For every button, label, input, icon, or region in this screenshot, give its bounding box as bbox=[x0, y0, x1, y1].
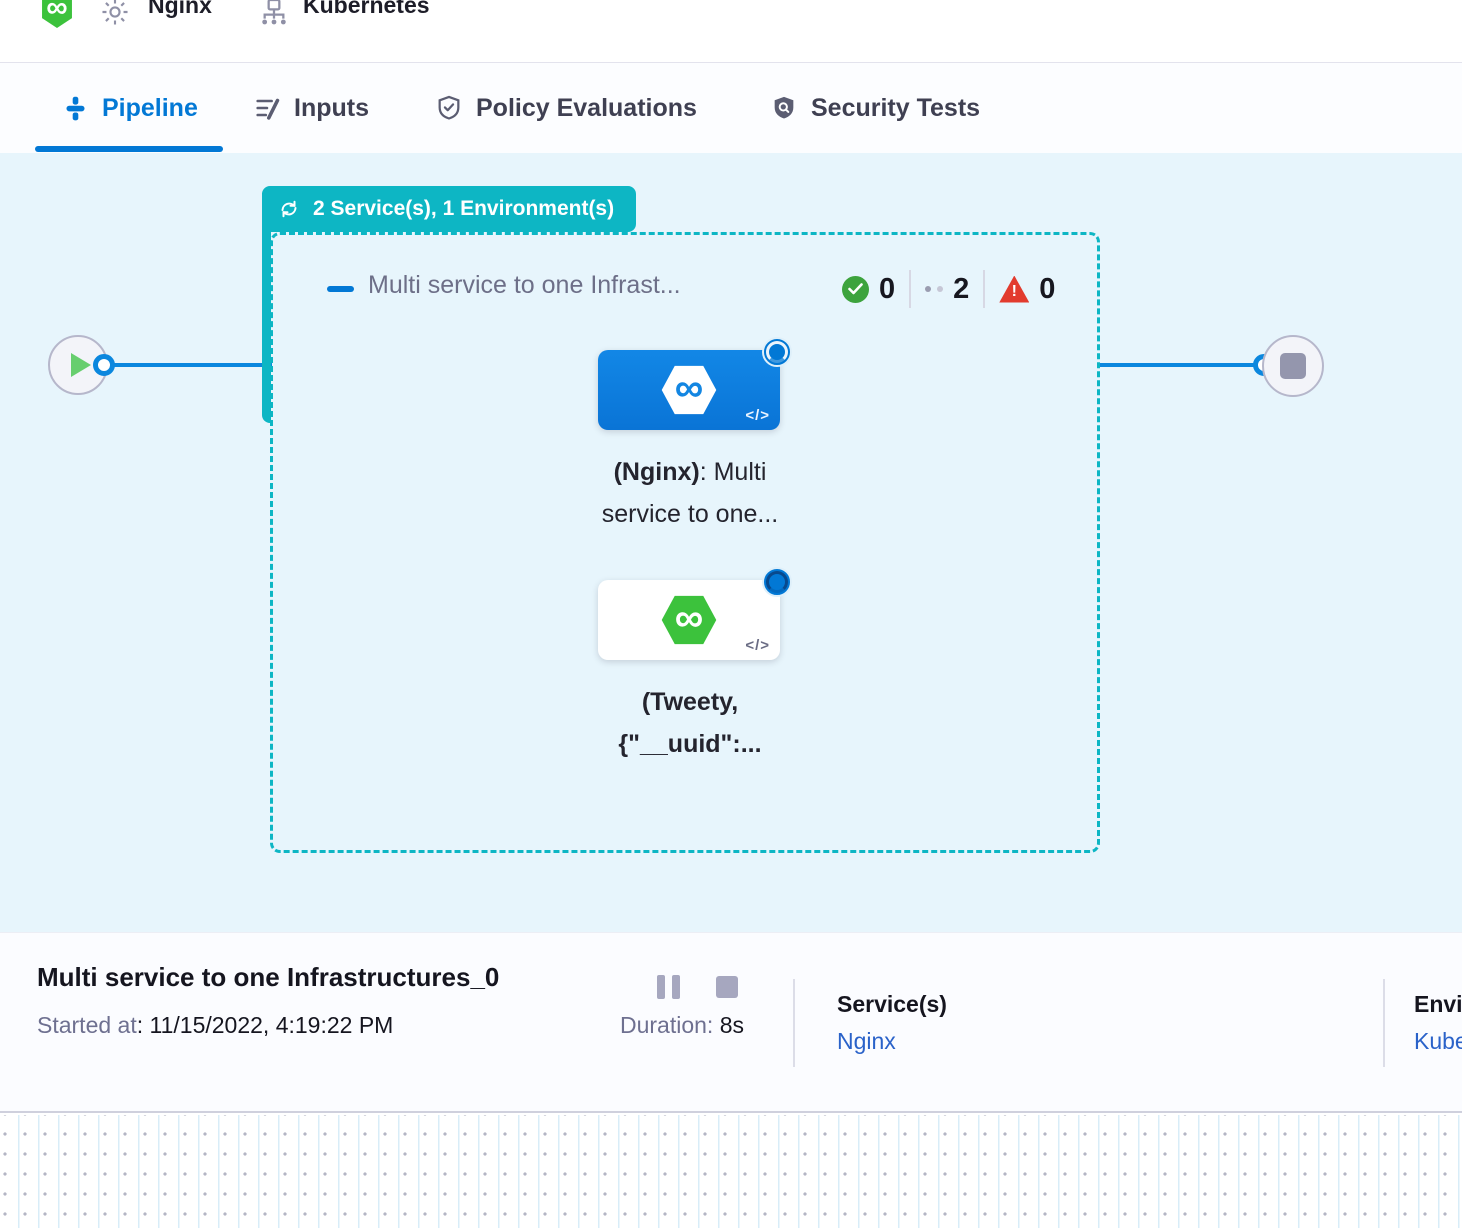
end-node[interactable] bbox=[1262, 335, 1324, 397]
tab-pipeline-label: Pipeline bbox=[102, 93, 198, 122]
services-label: Service(s) bbox=[837, 991, 947, 1017]
duration: Duration: 8s bbox=[620, 1012, 744, 1039]
success-count-icon bbox=[842, 275, 869, 303]
failed-count: 0 bbox=[1039, 272, 1056, 305]
environment-column: Environment(s) Kubernetes bbox=[1414, 991, 1462, 1055]
pipeline-icon bbox=[66, 96, 85, 120]
stage-card-nginx[interactable]: ∞ </> bbox=[598, 350, 780, 430]
harness-logo-icon: ∞ bbox=[42, 0, 72, 28]
running-count: 2 bbox=[953, 272, 970, 305]
tab-policy-evaluations[interactable]: Policy Evaluations bbox=[435, 63, 697, 153]
code-template-icon: </> bbox=[745, 407, 770, 424]
stage-name-bold: (Nginx) bbox=[613, 458, 700, 486]
stage-running-spinner bbox=[762, 337, 792, 367]
infrastructure-icon bbox=[262, 0, 286, 25]
tab-bar: Pipeline Inputs Policy Evaluations bbox=[0, 63, 1462, 153]
count-separator bbox=[983, 270, 986, 308]
code-template-icon: </> bbox=[745, 637, 770, 654]
success-count: 0 bbox=[879, 272, 896, 305]
duration-value: 8s bbox=[719, 1012, 745, 1038]
tab-inputs[interactable]: Inputs bbox=[253, 63, 369, 153]
stage-card-tweety[interactable]: ∞ </> bbox=[598, 580, 780, 660]
matrix-group-badge[interactable]: 2 Service(s), 1 Environment(s) bbox=[262, 186, 637, 232]
console-grid-area[interactable] bbox=[0, 1115, 1462, 1228]
matrix-badge-label: 2 Service(s), 1 Environment(s) bbox=[313, 197, 615, 220]
policy-shield-icon bbox=[438, 95, 460, 120]
failed-count-icon: ! bbox=[999, 275, 1030, 303]
breadcrumb-service[interactable]: Nginx bbox=[148, 0, 212, 18]
loop-icon bbox=[281, 200, 297, 218]
started-at: Started at: 11/15/2022, 4:19:22 PM bbox=[37, 1012, 393, 1039]
services-column: Service(s) Nginx bbox=[837, 991, 1137, 1055]
pipeline-canvas[interactable]: 2 Service(s), 1 Environment(s) Multi ser… bbox=[0, 153, 1462, 932]
execution-title: Multi service to one Infrastructures_0 bbox=[37, 962, 500, 992]
gear-icon bbox=[102, 0, 128, 25]
breadcrumb: ∞ Nginx Kubernetes bbox=[0, 0, 1462, 36]
collapse-group-button[interactable] bbox=[327, 286, 354, 292]
duration-label: Duration: bbox=[620, 1012, 714, 1038]
matrix-group-container bbox=[270, 232, 1100, 853]
header-divider bbox=[0, 62, 1462, 63]
matrix-group-strip bbox=[262, 193, 271, 423]
security-shield-icon bbox=[774, 96, 794, 119]
group-title[interactable]: Multi service to one Infrast... bbox=[368, 271, 681, 299]
stage-name-line1: (Tweety, bbox=[641, 688, 739, 716]
summary-divider bbox=[1383, 979, 1385, 1067]
stop-icon bbox=[1280, 353, 1306, 379]
connector-line-left bbox=[104, 363, 272, 367]
execution-summary-bar: Multi service to one Infrastructures_0 S… bbox=[0, 932, 1462, 1113]
stage-label-tweety[interactable]: (Tweety, {"__uuid":... bbox=[530, 681, 850, 765]
stop-button[interactable] bbox=[716, 976, 738, 998]
breadcrumb-environment[interactable]: Kubernetes bbox=[303, 0, 430, 18]
stage-name-line2: {"__uuid":... bbox=[618, 730, 762, 758]
summary-divider bbox=[793, 979, 795, 1067]
stage-name-rest: : Multi bbox=[699, 458, 767, 486]
active-tab-indicator bbox=[35, 146, 223, 152]
tab-security-tests[interactable]: Security Tests bbox=[770, 63, 980, 153]
started-at-label: Started at bbox=[37, 1012, 137, 1038]
services-link[interactable]: Nginx bbox=[837, 1028, 896, 1054]
environment-label: Environment(s) bbox=[1414, 991, 1462, 1017]
stage-status-counts: 0 2 ! 0 bbox=[842, 270, 1055, 308]
play-icon bbox=[70, 353, 91, 377]
running-count-icon bbox=[925, 286, 944, 292]
tab-pipeline[interactable]: Pipeline bbox=[62, 63, 198, 153]
stage-running-spinner bbox=[762, 567, 792, 597]
stage-name-line2: service to one... bbox=[601, 500, 779, 528]
harness-stage-icon: ∞ bbox=[661, 365, 717, 415]
connector-dot-left bbox=[93, 354, 115, 376]
connector-line-right bbox=[1100, 363, 1258, 367]
stage-label-nginx[interactable]: (Nginx): Multi service to one... bbox=[530, 451, 850, 535]
harness-stage-icon: ∞ bbox=[661, 595, 717, 645]
started-at-value: : 11/15/2022, 4:19:22 PM bbox=[136, 1012, 394, 1038]
tab-inputs-label: Inputs bbox=[294, 93, 369, 122]
count-separator bbox=[909, 270, 912, 308]
environment-link[interactable]: Kubernetes bbox=[1414, 1028, 1462, 1054]
inputs-icon bbox=[256, 98, 280, 120]
tab-policy-evaluations-label: Policy Evaluations bbox=[476, 93, 697, 122]
pause-button[interactable] bbox=[657, 975, 680, 999]
tab-security-tests-label: Security Tests bbox=[811, 93, 981, 122]
